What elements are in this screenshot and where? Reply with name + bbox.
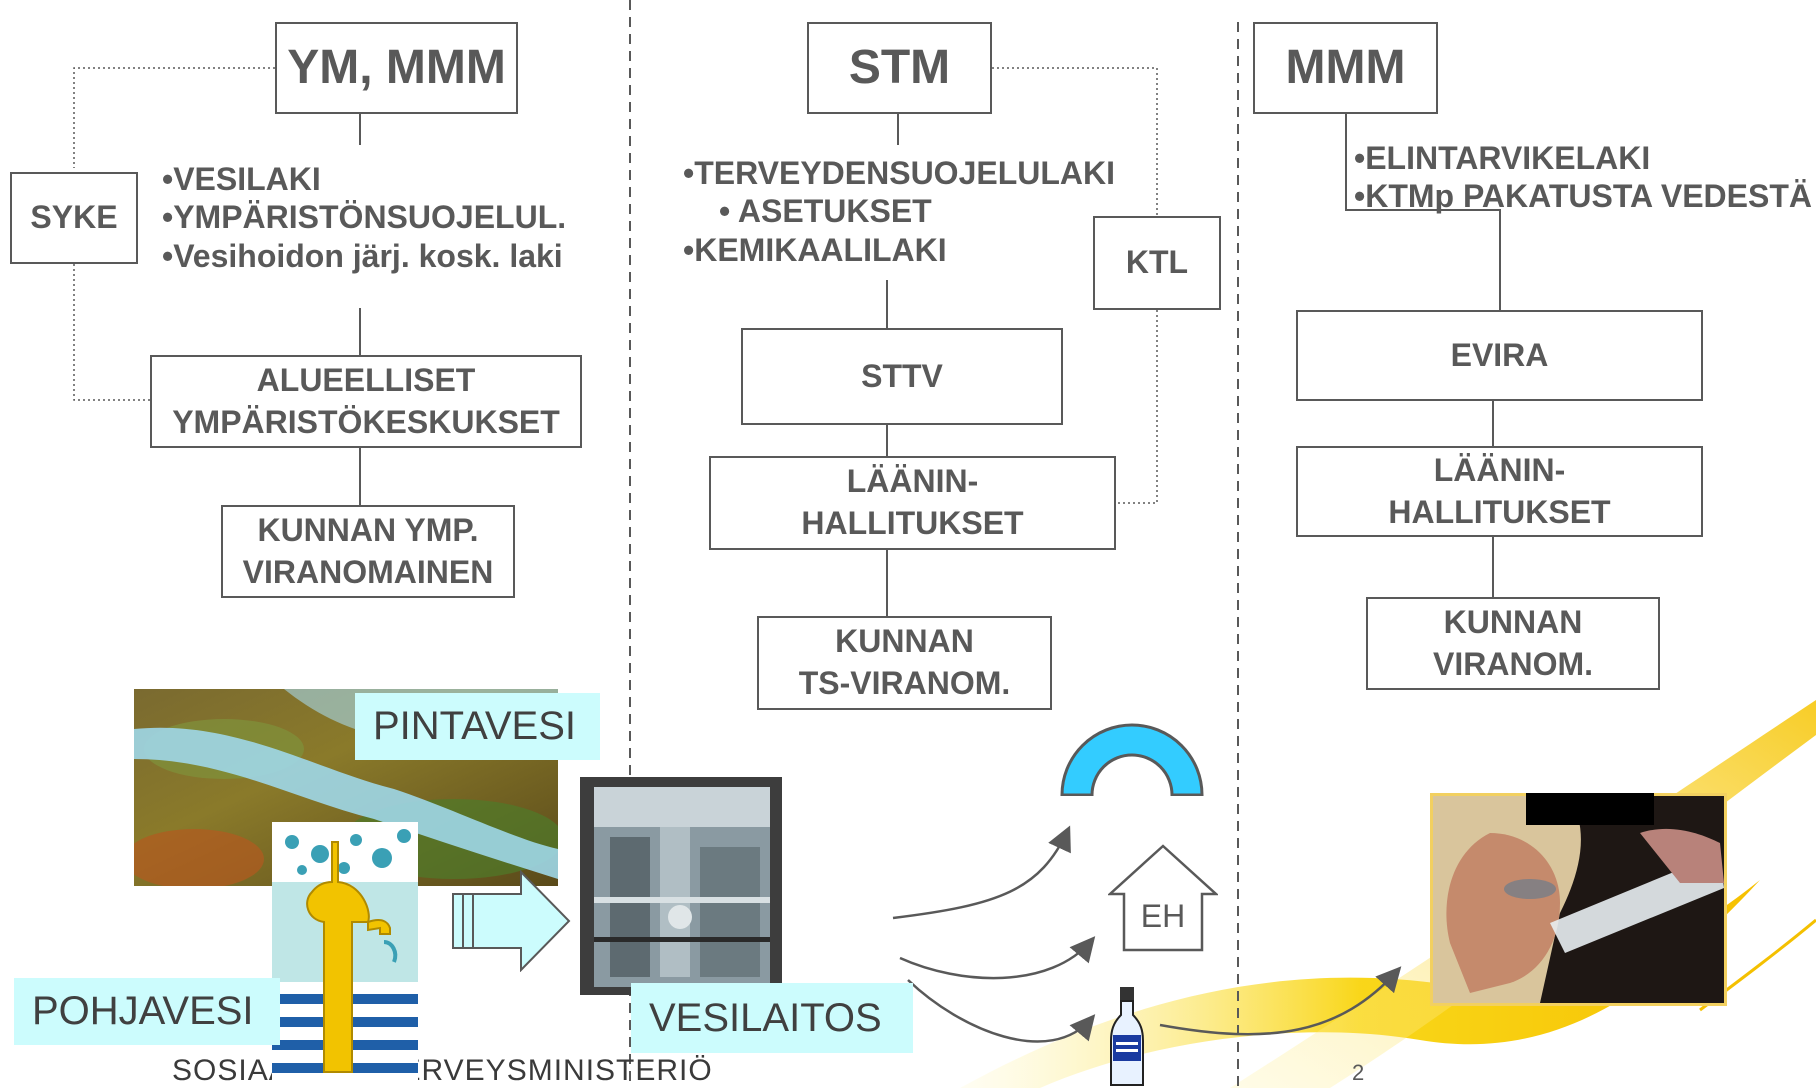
ministry-box-mmm: MMM <box>1253 22 1438 114</box>
surface-water-label: PINTAVESI <box>355 693 600 760</box>
law-list-food: •ELINTARVIKELAKI •KTMp PAKATUSTA VEDESTÄ <box>1354 139 1812 216</box>
well-pump-icon <box>272 822 418 1087</box>
box-line: HALLITUKSET <box>801 505 1024 541</box>
box-line: VIRANOM. <box>1433 645 1593 682</box>
agency-box-syke: SYKE <box>10 172 138 264</box>
box-line: TS-VIRANOM. <box>798 665 1011 701</box>
law-item: •KEMIKAALILAKI <box>683 231 947 268</box>
arrow-right-icon <box>452 870 571 972</box>
eh-label: EH <box>1140 898 1186 934</box>
law-list-environment: •VESILAKI •YMPÄRISTÖNSUOJELUL. •Vesihoid… <box>162 160 566 275</box>
house-icon: EH <box>1108 842 1218 952</box>
box-line: KUNNAN <box>835 623 974 660</box>
agency-box-ktl: KTL <box>1093 216 1221 310</box>
ministry-box-ym-mmm: YM, MMM <box>275 22 518 114</box>
box-line: HALLITUKSET <box>1388 493 1611 530</box>
box-line: KUNNAN <box>1443 603 1583 640</box>
footer-ministry-name: SOSIAALI- JA TERVEYSMINISTERIÖ <box>172 1054 713 1087</box>
central-box-sttv: STTV <box>741 328 1063 425</box>
law-item: •VESILAKI <box>162 161 321 197</box>
law-item: •Vesihoidon järj. kosk. laki <box>162 237 563 274</box>
law-item: • ASETUKSET <box>719 193 932 230</box>
law-item: •KTMp PAKATUSTA VEDESTÄ <box>1354 178 1812 215</box>
municipal-health-authority-box: KUNNAN TS-VIRANOM. <box>757 616 1052 710</box>
provincial-gov-box-stm: LÄÄNIN- HALLITUKSET <box>709 456 1116 550</box>
municipal-authority-box-mmm: KUNNAN VIRANOM. <box>1366 597 1660 690</box>
box-line: LÄÄNIN- <box>846 463 979 500</box>
ground-water-label: POHJAVESI <box>14 978 280 1045</box>
regional-env-centres-box: ALUEELLISET YMPÄRISTÖKESKUKSET <box>150 355 582 448</box>
box-line: VIRANOMAINEN <box>242 553 494 590</box>
bottle-icon <box>1110 987 1144 1086</box>
central-box-evira: EVIRA <box>1296 310 1703 401</box>
law-item: •TERVEYDENSUOJELULAKI <box>683 155 1116 191</box>
provincial-gov-box-mmm: LÄÄNIN- HALLITUKSET <box>1296 446 1703 537</box>
law-item: •YMPÄRISTÖNSUOJELUL. <box>162 199 567 236</box>
ministry-box-stm: STM <box>807 22 992 114</box>
waterworks-label: VESILAITOS <box>631 983 913 1053</box>
drinking-woman-photo <box>1430 793 1727 1006</box>
box-line: KUNNAN YMP. <box>257 511 479 548</box>
page-number: 2 <box>1352 1060 1365 1085</box>
law-list-health: •TERVEYDENSUOJELULAKI • ASETUKSET •KEMIK… <box>683 154 1115 269</box>
pipe-arch-icon <box>1060 723 1204 796</box>
box-line: LÄÄNIN- <box>1433 451 1566 488</box>
law-item: •ELINTARVIKELAKI <box>1354 140 1651 176</box>
box-line: ALUEELLISET <box>256 361 476 398</box>
box-line: YMPÄRISTÖKESKUKSET <box>172 403 560 440</box>
waterworks-photo <box>580 777 782 995</box>
municipal-env-authority-box: KUNNAN YMP. VIRANOMAINEN <box>221 505 515 598</box>
